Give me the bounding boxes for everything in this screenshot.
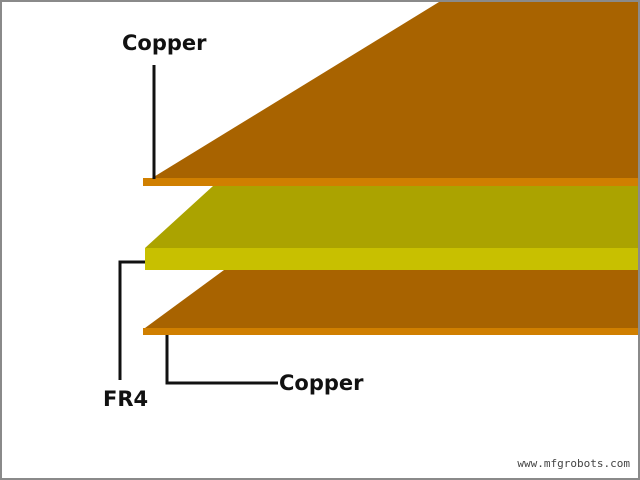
bottom-copper-label: Copper	[279, 371, 364, 395]
fr4-label: FR4	[103, 387, 149, 411]
fr4-leader	[118, 260, 145, 380]
bottom-copper-leader	[165, 335, 278, 385]
bottom-copper-face	[145, 270, 638, 328]
top-copper-layer	[143, 2, 638, 186]
top-copper-face	[152, 2, 638, 178]
top-copper-edge	[143, 178, 638, 186]
bottom-copper-layer	[143, 270, 638, 335]
bottom-copper-edge	[143, 328, 638, 335]
top-copper-label: Copper	[122, 31, 207, 55]
fr4-edge	[145, 248, 638, 270]
watermark: www.mfgrobots.com	[517, 457, 630, 470]
fr4-face	[145, 186, 638, 248]
fr4-layer	[145, 186, 638, 270]
